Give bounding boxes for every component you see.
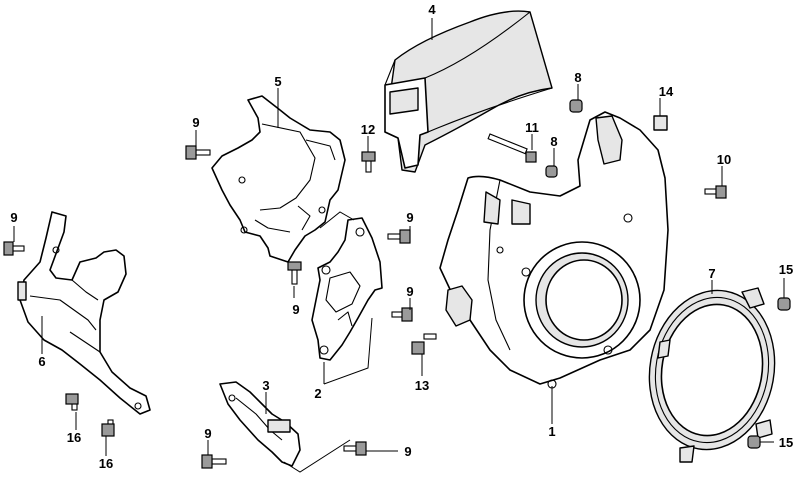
leader-lines	[13, 18, 785, 473]
stud-11	[487, 133, 537, 163]
bolt-9-bottom-left	[201, 454, 227, 469]
bolt-9-mid	[287, 261, 302, 285]
clip-14	[653, 115, 668, 131]
callout-5: 5	[274, 74, 281, 89]
bolt-9-bottom-right	[343, 441, 367, 456]
callout-8-upper: 8	[574, 70, 581, 85]
callout-9-bottom-left: 9	[204, 426, 211, 441]
ring-part	[648, 287, 776, 463]
fan-cover-part	[439, 111, 669, 389]
callout-9-bottom-right: 9	[404, 444, 411, 459]
bracket-part-2	[311, 217, 383, 361]
bolt-9-upper-left	[185, 145, 211, 160]
nut-8-upper	[569, 99, 583, 113]
callout-numbers: 4 5 9 9 9 9 9 9 9 8 8 11 12 14 10 15 15 …	[10, 2, 793, 471]
callout-9-far-left: 9	[10, 210, 17, 225]
callout-9-right-lower: 9	[406, 284, 413, 299]
callout-9-right-upper: 9	[406, 210, 413, 225]
bolt-16-left	[65, 393, 79, 411]
bolt-16-right	[101, 419, 115, 437]
nut-15-upper	[777, 297, 791, 311]
bracket-part-3	[219, 381, 301, 467]
callout-3: 3	[262, 378, 269, 393]
bolt-9-far-left	[3, 241, 25, 256]
callout-16-right: 16	[99, 456, 113, 471]
bolt-13	[411, 333, 437, 355]
air-guide-part	[384, 10, 553, 173]
callout-16-left: 16	[67, 430, 81, 445]
callout-1: 1	[548, 424, 555, 439]
callout-10: 10	[717, 152, 731, 167]
bolt-9-right-upper	[387, 229, 411, 244]
callout-4: 4	[428, 2, 436, 17]
callout-14: 14	[659, 84, 674, 99]
bolt-10	[704, 185, 727, 199]
callout-13: 13	[415, 378, 429, 393]
callout-15-upper: 15	[779, 262, 793, 277]
bolt-9-right-lower	[391, 307, 413, 322]
callout-12: 12	[361, 122, 375, 137]
callout-2: 2	[314, 386, 321, 401]
callout-9-mid: 9	[292, 302, 299, 317]
bolt-12	[361, 151, 376, 173]
shroud-part	[211, 95, 346, 263]
callout-8-lower: 8	[550, 134, 557, 149]
callout-7: 7	[708, 266, 715, 281]
callout-6: 6	[38, 354, 45, 369]
callout-15-lower: 15	[779, 435, 793, 450]
nut-8-lower	[545, 165, 558, 178]
callout-11: 11	[525, 120, 539, 135]
side-plate-part	[17, 211, 151, 415]
callout-9-upper-left: 9	[192, 115, 199, 130]
nut-15-lower	[747, 435, 761, 449]
